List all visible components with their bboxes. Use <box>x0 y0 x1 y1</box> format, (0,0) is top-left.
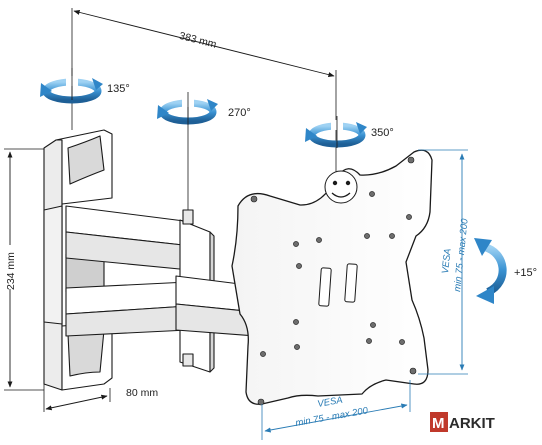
logo-box-letter: M <box>432 415 445 432</box>
depth-label: 80 mm <box>126 387 158 399</box>
width-label: 383 mm <box>178 30 218 51</box>
wall-bracket <box>43 129 113 391</box>
lower-arm <box>65 281 189 337</box>
height-dimension: 234 mm <box>3 148 44 391</box>
rotation-arrow-icon-1 <box>40 68 103 104</box>
rotation-label-2: 270° <box>228 107 251 119</box>
rotation-arrow-icon-3 <box>305 116 367 148</box>
vesa-vertical-title: VESA <box>440 248 454 274</box>
depth-dimension: 80 mm <box>43 378 158 412</box>
rotation-arrow-icon-2 <box>157 92 218 125</box>
tv-mounting-plate <box>231 149 433 406</box>
height-label: 234 mm <box>5 252 17 290</box>
vesa-horizontal-range: min 75 - max 200 <box>295 405 370 429</box>
logo-rest: ARKIT <box>449 415 495 432</box>
tilt-arrow-icon <box>474 238 507 304</box>
rotation-label-1: 135° <box>107 83 130 95</box>
markit-logo: M ARKIT <box>430 412 495 432</box>
vesa-vertical-range: min 75 - max 200 <box>452 217 471 292</box>
upper-arm <box>65 205 193 271</box>
rotation-label-3: 350° <box>371 127 394 139</box>
vesa-horizontal-title: VESA <box>317 395 344 410</box>
tilt-label: +15° <box>514 267 537 279</box>
